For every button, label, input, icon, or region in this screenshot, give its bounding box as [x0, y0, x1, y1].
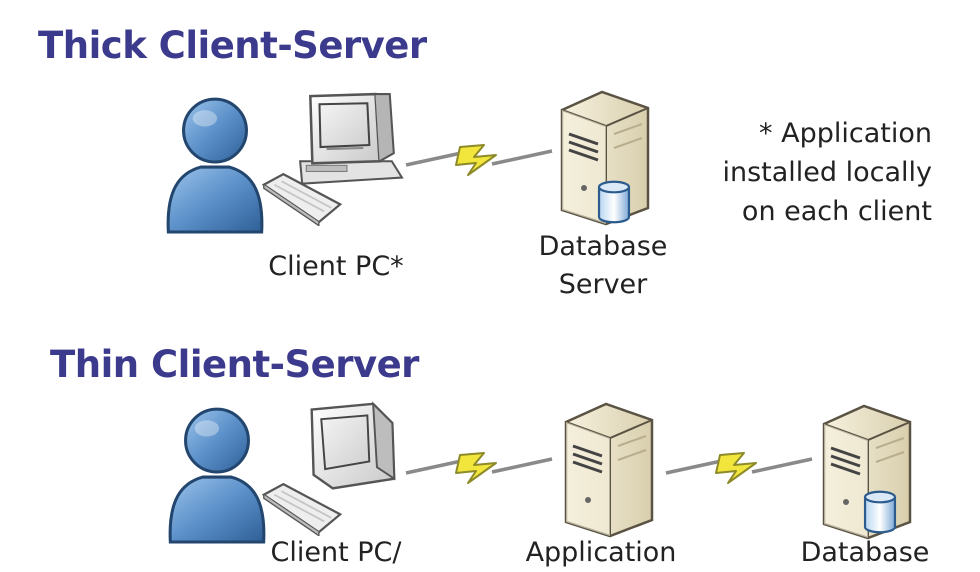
- note-line: * Application: [759, 118, 932, 149]
- application-server-label: Application: [525, 537, 677, 568]
- note-line: on each client: [741, 196, 932, 227]
- application-server-icon: [557, 400, 659, 540]
- note-line: installed locally: [722, 157, 932, 188]
- lightning-link-icon: [404, 138, 554, 180]
- lightning-link-icon: [404, 446, 554, 488]
- application-note: * Application installed locally on each …: [680, 114, 932, 231]
- thin-client-server-title: Thin Client-Server: [50, 343, 419, 386]
- lightning-link-icon: [664, 446, 814, 488]
- keyboard-icon: [262, 482, 342, 536]
- server-label-line: Server: [558, 269, 648, 300]
- database-cylinder-icon: [862, 490, 898, 534]
- database-label-line: Database: [538, 231, 668, 262]
- thick-client-server-title: Thick Client-Server: [38, 24, 427, 67]
- user-icon: [163, 92, 267, 234]
- user-icon: [165, 402, 269, 544]
- database-cylinder-icon: [596, 180, 632, 224]
- client-pc-label: Client PC/: [270, 537, 402, 568]
- client-pc-label: Client PC*: [268, 251, 404, 282]
- database-server-label: Database: [800, 537, 930, 568]
- keyboard-icon: [262, 172, 342, 226]
- database-server-label: Database Server: [518, 228, 688, 304]
